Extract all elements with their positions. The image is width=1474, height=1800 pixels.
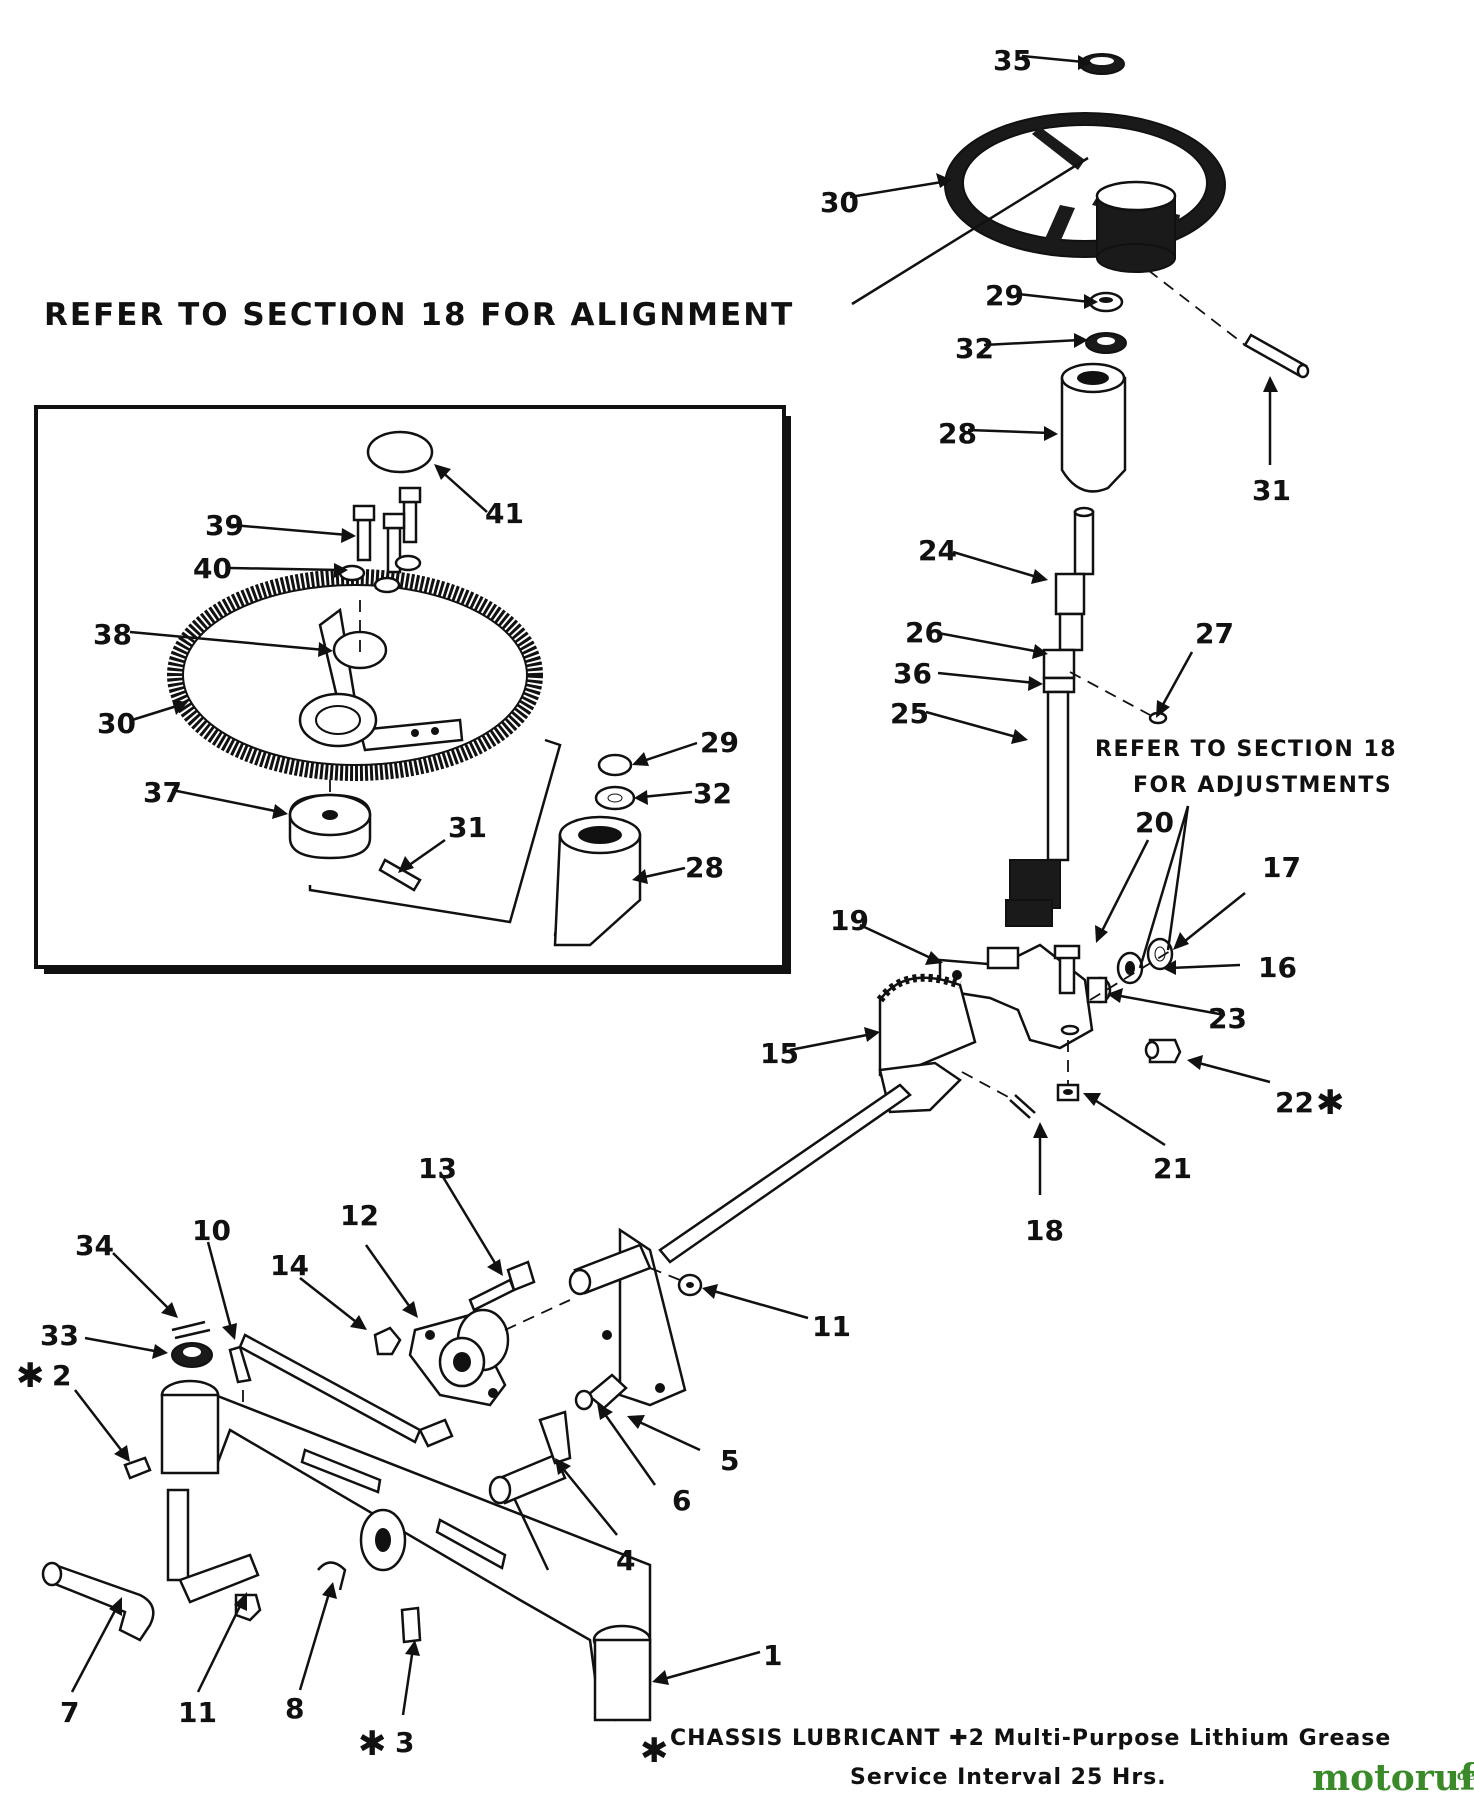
- adjustments-note-line1: REFER TO SECTION 18: [1095, 737, 1397, 762]
- footer-star: ✱: [640, 1731, 669, 1771]
- washer-33: [171, 1342, 213, 1368]
- inset-washer-29: [597, 753, 633, 777]
- adjustments-note-line2: FOR ADJUSTMENTS: [1133, 773, 1392, 798]
- label-7: 7: [60, 1696, 79, 1729]
- label-32: 32: [955, 332, 994, 365]
- grease-fitting-3: [400, 1606, 422, 1644]
- tie-rod-10: [228, 1333, 454, 1448]
- inset-adapter-28: [553, 815, 642, 947]
- inset-label-41: 41: [485, 497, 524, 530]
- label-10: 10: [192, 1214, 231, 1247]
- nut-14: [373, 1326, 402, 1356]
- footer-lubricant: CHASSIS LUBRICANT ✚2 Multi-Purpose Lithi…: [670, 1726, 1391, 1751]
- label-21: 21: [1153, 1152, 1192, 1185]
- inset-label-31: 31: [448, 811, 487, 844]
- label-24: 24: [918, 534, 957, 567]
- label-28: 28: [938, 417, 977, 450]
- steering-adapter-28: [1060, 362, 1127, 493]
- steering-shaft-24-25: [1005, 506, 1095, 927]
- nut-11-upper: [677, 1273, 703, 1297]
- leader-arrows: [70, 54, 1278, 1716]
- label-31: 31: [1252, 474, 1291, 507]
- watermark-tld: .de: [1452, 1768, 1474, 1784]
- label-5: 5: [720, 1444, 739, 1477]
- pivot-bearing-12: [408, 1308, 510, 1407]
- inset-label-30: 30: [97, 707, 136, 740]
- label-2: 2: [52, 1359, 71, 1392]
- inset-label-39: 39: [205, 509, 244, 542]
- inset-label-40: 40: [193, 552, 232, 585]
- label-3-star: ✱: [358, 1724, 387, 1764]
- axle-main-1: [160, 1379, 652, 1722]
- bolt-20: [1053, 944, 1081, 995]
- label-22: 22: [1275, 1086, 1314, 1119]
- label-11-lower: 11: [178, 1696, 217, 1729]
- steering-wheel-30: [944, 112, 1226, 273]
- label-6: 6: [672, 1484, 691, 1517]
- label-26: 26: [905, 616, 944, 649]
- roll-pin-31: [1147, 269, 1310, 379]
- spindle-4: [488, 1410, 572, 1505]
- support-bracket-19: [938, 943, 1094, 1050]
- nut-21: [1056, 1083, 1080, 1102]
- wheel-cap-35: [1079, 53, 1125, 75]
- inset-label-32: 32: [693, 777, 732, 810]
- label-17: 17: [1262, 851, 1301, 884]
- spindle-7: [41, 1488, 260, 1642]
- label-14: 14: [270, 1249, 309, 1282]
- label-36: 36: [893, 657, 932, 690]
- label-22-star: ✱: [1316, 1083, 1345, 1123]
- label-8: 8: [285, 1692, 304, 1725]
- label-33: 33: [40, 1319, 79, 1352]
- bolt-13: [468, 1260, 536, 1312]
- label-34: 34: [75, 1229, 114, 1262]
- inset-cap-41: [366, 430, 434, 474]
- label-19: 19: [830, 904, 869, 937]
- inset-label-37: 37: [143, 776, 182, 809]
- label-12: 12: [340, 1199, 379, 1232]
- inset-hub-37: [288, 793, 372, 860]
- inset-label-29: 29: [700, 726, 739, 759]
- watermark-brand: motoruf: [1312, 1757, 1474, 1799]
- label-35: 35: [993, 44, 1032, 77]
- inset-pin-31: [378, 858, 422, 892]
- washer-32: [1085, 332, 1127, 354]
- label-20: 20: [1135, 806, 1174, 839]
- label-16: 16: [1258, 951, 1297, 984]
- label-3: 3: [395, 1726, 414, 1759]
- washers-16-17: [1116, 937, 1174, 985]
- spindle-bolt-5-6: [574, 1373, 628, 1411]
- label-25: 25: [890, 697, 929, 730]
- steering-drag-shaft: [658, 1083, 912, 1264]
- inset-washer-32: [594, 785, 636, 811]
- grease-fitting-2: [123, 1456, 152, 1480]
- cotter-pin-18: [961, 1071, 1036, 1119]
- inset-leader-lines: [308, 600, 562, 924]
- inset-label-28: 28: [685, 851, 724, 884]
- label-18: 18: [1025, 1214, 1064, 1247]
- label-1: 1: [763, 1639, 782, 1672]
- label-30: 30: [820, 186, 859, 219]
- footer-interval: Service Interval 25 Hrs.: [850, 1765, 1167, 1790]
- label-29: 29: [985, 279, 1024, 312]
- label-23: 23: [1208, 1002, 1247, 1035]
- label-27: 27: [1195, 617, 1234, 650]
- inset-wheel-30: [167, 569, 543, 781]
- label-15: 15: [760, 1037, 799, 1070]
- grease-fitting-22: [1144, 1038, 1182, 1064]
- clip-8: [317, 1561, 347, 1591]
- cotter-pin-34: [171, 1320, 211, 1340]
- label-13: 13: [418, 1152, 457, 1185]
- inset-washers-40: [338, 554, 422, 594]
- label-2-star: ✱: [16, 1356, 45, 1396]
- label-4: 4: [616, 1544, 635, 1577]
- alignment-note: REFER TO SECTION 18 FOR ALIGNMENT: [44, 297, 794, 333]
- label-11-upper: 11: [812, 1310, 851, 1343]
- inset-label-38: 38: [93, 618, 132, 651]
